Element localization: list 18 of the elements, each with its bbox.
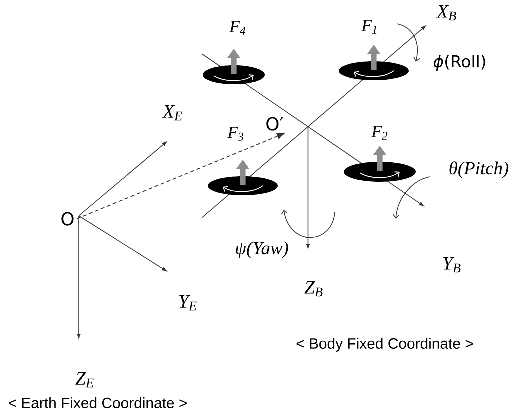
- force-label: F$_{3}$: [228, 127, 244, 141]
- caption-text: < Earth Fixed Coordinate >: [9, 398, 187, 408]
- angle-label: θ(Pitch): [450, 162, 509, 178]
- axis-label: Z$_{B}$: [304, 281, 323, 297]
- axis-label: Y$_{B}$: [444, 257, 461, 273]
- origin-label: O′: [266, 117, 284, 131]
- axis-label: Z$_{E}$: [76, 372, 94, 388]
- force-label: F$_{2}$: [372, 126, 388, 140]
- angle-label: ψ(Yaw): [236, 242, 288, 258]
- force-label: F$_{1}$: [362, 20, 377, 34]
- axis-label: Y$_{E}$: [180, 295, 197, 311]
- axis-label: X$_{E}$: [162, 105, 182, 121]
- force-label: F$_{4}$: [230, 21, 246, 35]
- angle-label: ϕ(Roll): [434, 55, 486, 71]
- axis-label: X$_{B}$: [436, 5, 456, 21]
- origin-label: O: [62, 212, 74, 226]
- caption-text: < Body Fixed Coordinate >: [296, 338, 474, 352]
- dashed-arrow: [76, 133, 285, 220]
